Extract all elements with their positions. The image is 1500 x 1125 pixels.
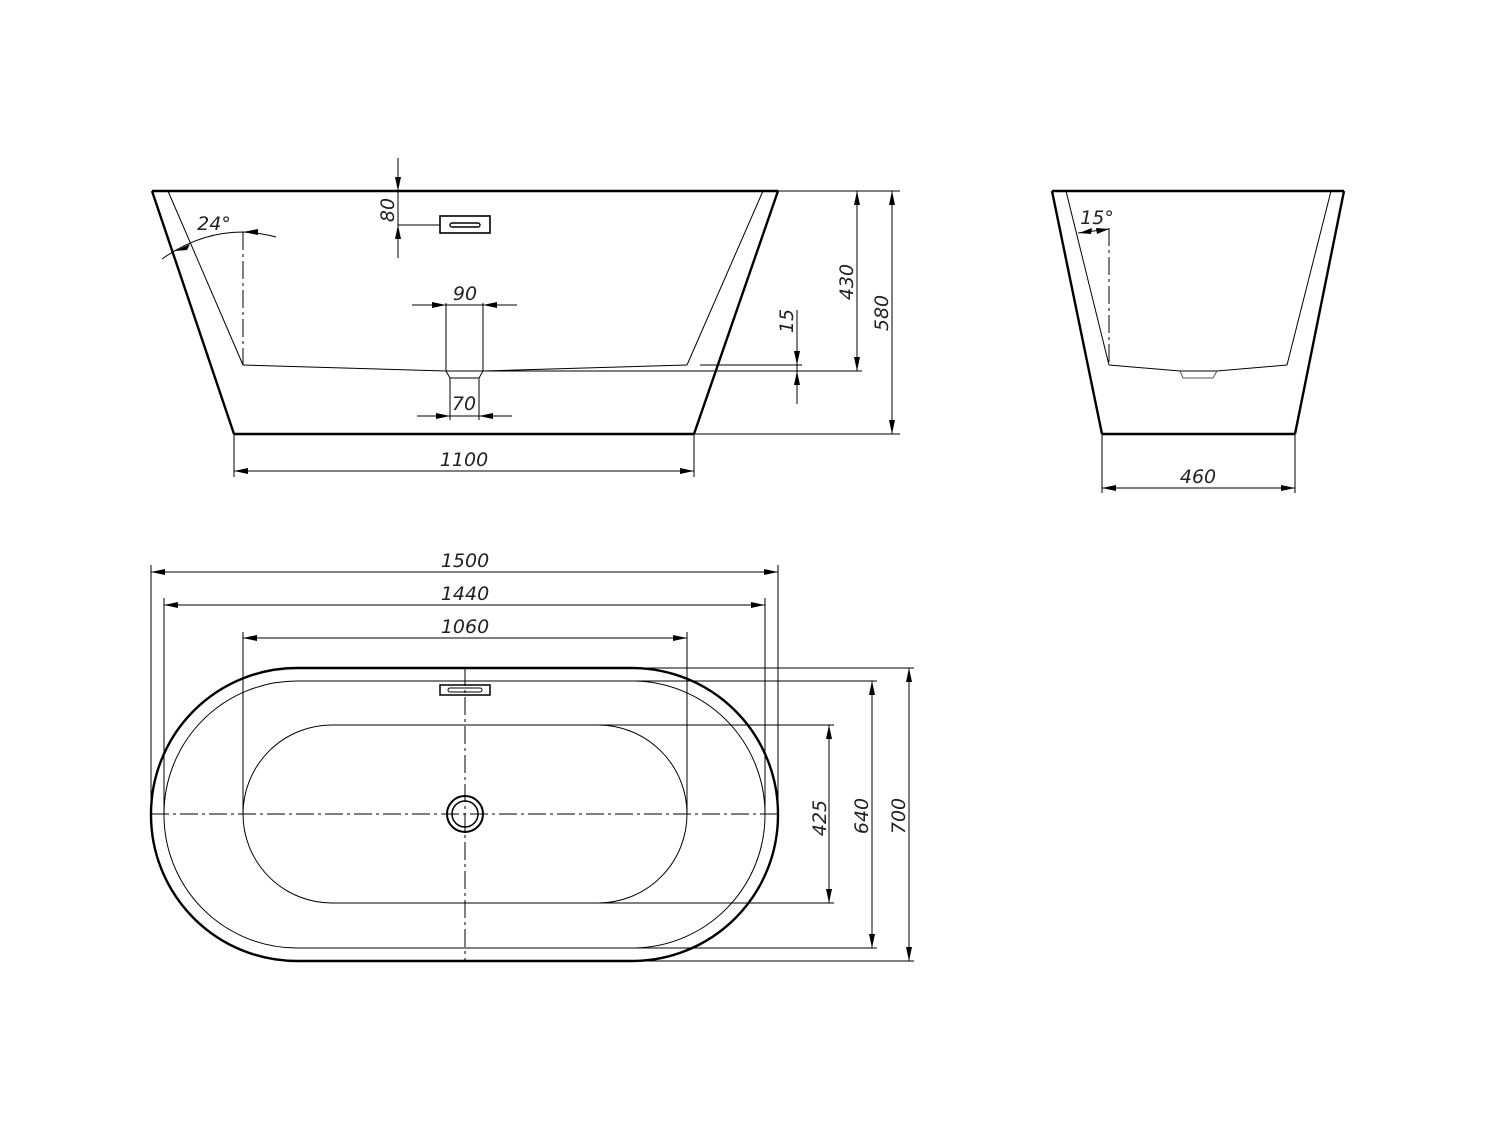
side-base-width-label: 460 [1180, 466, 1216, 488]
drain-icon [446, 795, 484, 833]
plan-overflow-icon [439, 684, 491, 696]
side-view: 15° 460 [1050, 189, 1346, 493]
side-angle-label: 15° [1080, 207, 1114, 229]
drain-top-width-label: 90 [453, 283, 477, 305]
base-length-label: 1100 [440, 449, 488, 471]
front-view: 80 24° 90 70 15 430 580 [150, 158, 900, 477]
inner-length-label: 1060 [441, 616, 489, 638]
tub-left-inner-wall [167, 190, 244, 366]
outer-length-label: 1500 [441, 550, 489, 572]
overflow-icon [439, 215, 491, 234]
tub-left-outer-wall [150, 190, 236, 435]
floor-slope-label: 15 [776, 309, 798, 333]
inner-width-label: 425 [809, 800, 831, 836]
rim-width-label: 640 [851, 798, 873, 834]
outer-width-label: 700 [888, 798, 910, 834]
tub-inner-floor [242, 364, 688, 372]
inner-depth-label: 430 [836, 264, 858, 300]
tub-right-inner-wall [686, 190, 764, 366]
overflow-height-label: 80 [377, 198, 399, 222]
front-angle-label: 24° [197, 213, 231, 235]
plan-view: 1500 1440 1060 425 640 700 [149, 550, 914, 963]
tub-right-outer-wall [692, 190, 780, 435]
drain-bottom-width-label: 70 [452, 393, 476, 415]
rim-length-label: 1440 [441, 583, 489, 605]
total-height-label: 580 [871, 295, 893, 331]
